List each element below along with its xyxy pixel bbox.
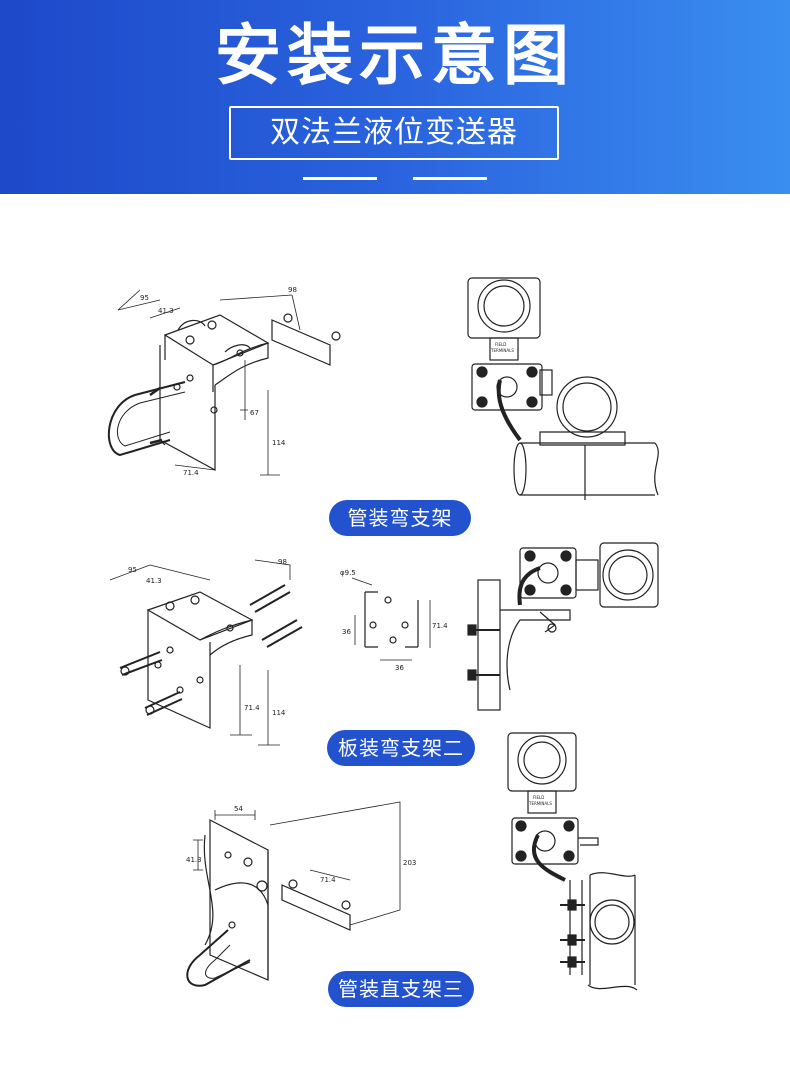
- plate-hole-view: φ9.5 36 71.4 36: [340, 569, 448, 672]
- header-banner: 安装示意图 双法兰液位变送器: [0, 0, 790, 194]
- dim-67: 67: [250, 409, 259, 417]
- dim-95-a: 95: [140, 294, 149, 302]
- dim-41-3-b: 41.3: [146, 577, 162, 585]
- product-subtitle: 双法兰液位变送器: [229, 106, 559, 160]
- decor-dash-right: [413, 177, 487, 180]
- transmitter-2: [467, 542, 659, 711]
- dim-54: 54: [234, 805, 243, 813]
- dim-114-a: 114: [272, 439, 286, 447]
- dim-71-4-a: 71.4: [183, 469, 199, 477]
- bracket-2-drawing: 95 41.3 98 71.4 114: [109, 558, 303, 746]
- dim-98-b: 98: [278, 558, 287, 566]
- dim-203: 203: [403, 859, 416, 867]
- dim-95-b: 95: [128, 566, 137, 574]
- dim-41-3-a: 41.3: [158, 307, 174, 315]
- dim-71-4-b: 71.4: [244, 704, 260, 712]
- dim-36-h: 36: [395, 664, 404, 672]
- dim-phi-9-5: φ9.5: [340, 569, 356, 577]
- field-label-1: FIELD: [495, 342, 506, 347]
- dim-36-v: 36: [342, 628, 351, 636]
- dim-41-3-c: 41.3: [186, 856, 202, 864]
- dim-71-4-c: 71.4: [432, 622, 448, 630]
- transmitter-3: FIELD TERMINALS: [507, 732, 638, 991]
- dim-71-4-d: 71.4: [320, 876, 336, 884]
- transmitter-1: FIELD TERMINALS: [467, 277, 659, 500]
- field-label-3: FIELD: [533, 795, 544, 800]
- dim-114-b: 114: [272, 709, 286, 717]
- dim-98-a: 98: [288, 286, 297, 294]
- bracket-1-drawing: 95 41.3 98 67 114 71.4: [107, 286, 341, 477]
- bracket-3-drawing: 54 41.3 203 71.4: [186, 801, 416, 987]
- label-pipe-bent-bracket: 管装弯支架: [329, 500, 471, 536]
- terminals-label-3: TERMINALS: [528, 801, 552, 806]
- decor-dash-left: [303, 177, 377, 180]
- terminals-label-1: TERMINALS: [490, 348, 514, 353]
- label-pipe-straight-bracket-3: 管装直支架三: [328, 971, 474, 1007]
- page-title: 安装示意图: [215, 17, 575, 94]
- label-plate-bent-bracket-2: 板装弯支架二: [327, 730, 475, 766]
